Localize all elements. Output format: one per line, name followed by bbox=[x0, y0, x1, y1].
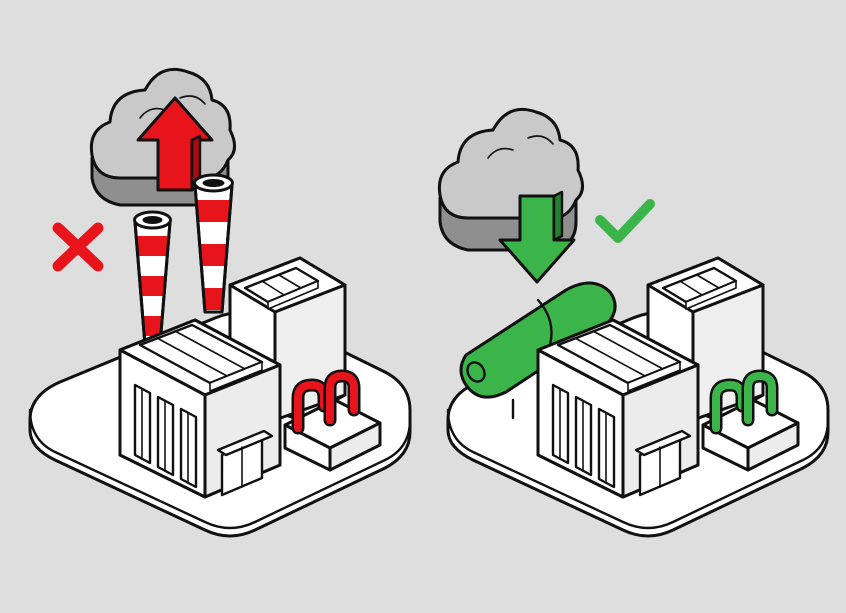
pipes-icon bbox=[709, 369, 779, 435]
cross-icon bbox=[52, 222, 104, 272]
pipes-icon bbox=[291, 369, 361, 435]
up-arrow-icon bbox=[136, 96, 214, 192]
chimney-stacks bbox=[133, 173, 234, 347]
emitting-factory-panel bbox=[28, 67, 412, 538]
capturing-factory-panel bbox=[437, 107, 830, 538]
checkmark-icon bbox=[595, 199, 655, 243]
down-arrow-icon bbox=[498, 190, 576, 284]
